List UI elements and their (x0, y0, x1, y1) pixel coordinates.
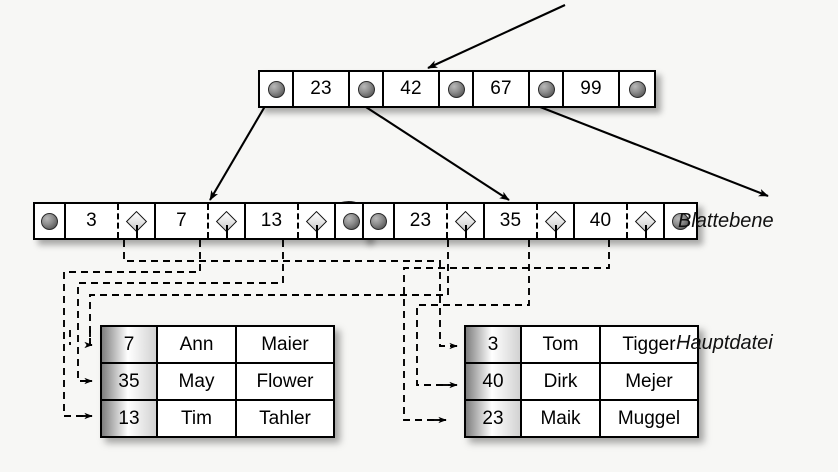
leaf-node-left[interactable]: 3 7 13 (33, 202, 369, 240)
pointer-ball-icon (357, 80, 375, 98)
diamond-icon (634, 208, 657, 239)
leaf-right-tid-1[interactable] (538, 204, 575, 239)
leaf-left-prev-pointer[interactable] (35, 204, 66, 238)
diamond-icon (125, 208, 148, 239)
root-key-2: 67 (474, 72, 530, 106)
leaf-right-key-2: 40 (575, 204, 628, 238)
root-key-3: 99 (564, 72, 620, 106)
row-first-name: Dirk (522, 364, 601, 399)
row-key: 35 (102, 364, 158, 399)
leaf-right-next-pointer[interactable] (665, 204, 696, 238)
leaf-left-key-1: 7 (156, 204, 209, 238)
diamond-icon (215, 208, 238, 239)
root-pointer-2[interactable] (440, 72, 474, 106)
table-row[interactable]: 23 Maik Muggel (466, 401, 697, 436)
leaf-right-key-0: 23 (395, 204, 448, 238)
pointer-ball-icon (447, 80, 465, 98)
leaf-right-tid-2[interactable] (628, 204, 665, 239)
diamond-icon (544, 208, 567, 239)
root-key-0: 23 (294, 72, 350, 106)
pointer-ball-icon (537, 80, 555, 98)
pointer-ball-icon (343, 212, 360, 230)
pointer-ball-icon (628, 80, 646, 98)
leaf-left-key-0: 3 (66, 204, 119, 238)
row-first-name: Tim (158, 401, 237, 436)
leaf-left-key-2: 13 (246, 204, 299, 238)
pointer-ball-icon (41, 212, 58, 230)
row-key: 40 (466, 364, 522, 399)
main-file-table-right[interactable]: 3 Tom Tigger 40 Dirk Mejer 23 Maik Mugge… (464, 325, 699, 438)
leaf-right-prev-pointer[interactable] (364, 204, 395, 238)
row-last-name: Tahler (237, 401, 333, 436)
row-last-name: Maier (237, 327, 333, 362)
table-row[interactable]: 13 Tim Tahler (102, 401, 333, 436)
pointer-ball-icon (267, 80, 285, 98)
leaf-left-tid-1[interactable] (209, 204, 246, 239)
leaf-left-tid-0[interactable] (119, 204, 156, 239)
row-last-name: Tigger (601, 327, 697, 362)
table-row[interactable]: 35 May Flower (102, 364, 333, 401)
row-first-name: May (158, 364, 237, 399)
table-row[interactable]: 40 Dirk Mejer (466, 364, 697, 401)
diamond-icon (454, 208, 477, 239)
main-file-table-left[interactable]: 7 Ann Maier 35 May Flower 13 Tim Tahler (100, 325, 335, 438)
root-pointer-0[interactable] (260, 72, 294, 106)
row-last-name: Mejer (601, 364, 697, 399)
row-key: 7 (102, 327, 158, 362)
row-first-name: Ann (158, 327, 237, 362)
pointer-ball-icon (672, 212, 689, 230)
row-first-name: Maik (522, 401, 601, 436)
root-key-1: 42 (384, 72, 440, 106)
root-pointer-4[interactable] (620, 72, 654, 106)
table-row[interactable]: 3 Tom Tigger (466, 327, 697, 364)
row-last-name: Flower (237, 364, 333, 399)
pointer-ball-icon (370, 212, 387, 230)
leaf-left-tid-2[interactable] (299, 204, 336, 239)
table-row[interactable]: 7 Ann Maier (102, 327, 333, 364)
caption-leaf-level: Blattebene (678, 210, 774, 232)
row-key: 13 (102, 401, 158, 436)
row-key: 23 (466, 401, 522, 436)
root-index-node[interactable]: 23 42 67 99 (258, 70, 656, 108)
leaf-right-key-1: 35 (485, 204, 538, 238)
diamond-icon (305, 208, 328, 239)
row-first-name: Tom (522, 327, 601, 362)
root-pointer-1[interactable] (350, 72, 384, 106)
root-pointer-3[interactable] (530, 72, 564, 106)
leaf-right-tid-0[interactable] (448, 204, 485, 239)
caption-main-file: Hauptdatei (676, 332, 773, 354)
leaf-node-right[interactable]: 23 35 40 (362, 202, 698, 240)
row-last-name: Muggel (601, 401, 697, 436)
row-key: 3 (466, 327, 522, 362)
